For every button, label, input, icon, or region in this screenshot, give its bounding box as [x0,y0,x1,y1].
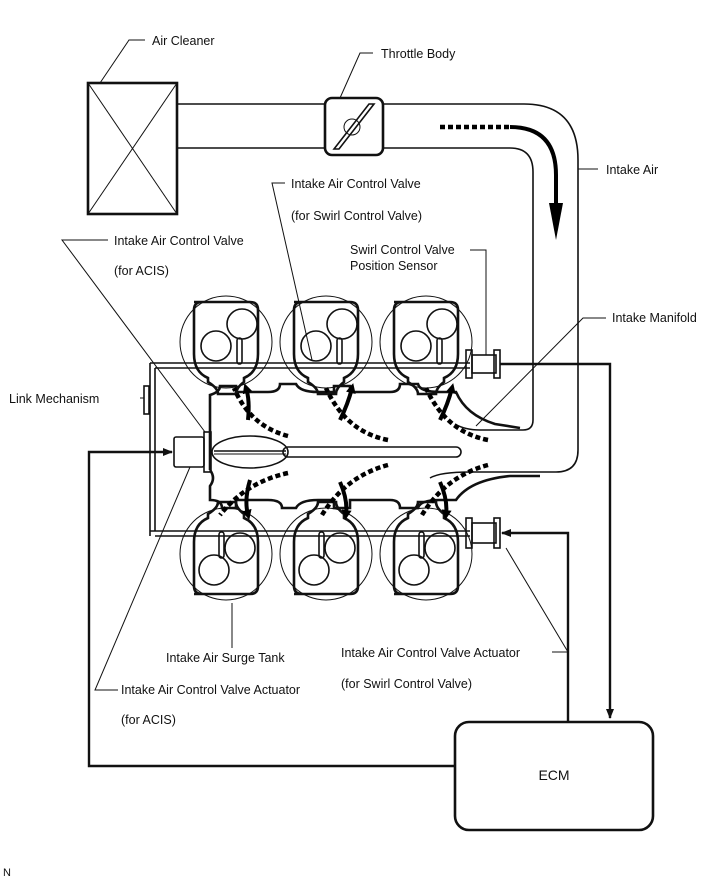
swirl-actuator-upper [465,349,501,379]
swirl-actuator-lower [465,517,501,549]
label-iacv-swirl-line2: (for Swirl Control Valve) [291,209,422,223]
cylinder-lower-2 [278,500,374,602]
intake-air-surge-tank [208,382,540,510]
label-air-cleaner: Air Cleaner [152,34,215,48]
air-cleaner [86,81,179,216]
wire-ecm-to-acis-actuator [87,448,455,768]
cylinder-upper-2 [278,294,374,396]
label-actuator-swirl-line2: (for Swirl Control Valve) [341,677,472,691]
label-intake-manifold: Intake Manifold [612,311,697,325]
label-actuator-acis-line2: (for ACIS) [121,713,176,727]
intake-duct [177,103,579,479]
corner-code: N [3,867,11,879]
label-actuator-swirl-line1: Intake Air Control Valve Actuator [341,646,520,660]
intake-air-flow-arrow [440,124,563,240]
ecm-label: ECM [538,767,569,783]
swirl-control-shaft-lower [150,530,470,537]
ecm-box: ECM [453,720,655,832]
label-actuator-acis-line1: Intake Air Control Valve Actuator [121,683,300,697]
label-scv-sensor-line1: Swirl Control Valve [350,243,455,257]
acis-valve [211,435,289,469]
cylinder-upper-3 [378,294,474,396]
label-surge-tank: Intake Air Surge Tank [166,651,285,665]
throttle-body [323,96,385,157]
cylinder-lower-1 [178,500,274,602]
cylinder-upper-1 [178,294,274,396]
wire-ecm-to-swirl-actuator-lower [501,529,570,722]
wire-swirl-sensor-to-ecm [500,362,614,719]
swirl-control-shaft-upper [150,362,470,369]
link-mechanism [143,363,156,536]
leader-lines [61,39,606,691]
label-intake-air: Intake Air [606,163,658,177]
cylinder-lower-3 [378,500,474,602]
acis-actuator [173,431,212,473]
label-iacv-acis-line1: Intake Air Control Valve [114,234,244,248]
label-scv-sensor-line2: Position Sensor [350,259,438,273]
label-throttle-body: Throttle Body [381,47,456,61]
label-iacv-acis-line2: (for ACIS) [114,264,169,278]
label-iacv-swirl-line1: Intake Air Control Valve [291,177,421,191]
manifold-flow-arrows [218,383,489,520]
label-link-mechanism: Link Mechanism [9,392,99,406]
